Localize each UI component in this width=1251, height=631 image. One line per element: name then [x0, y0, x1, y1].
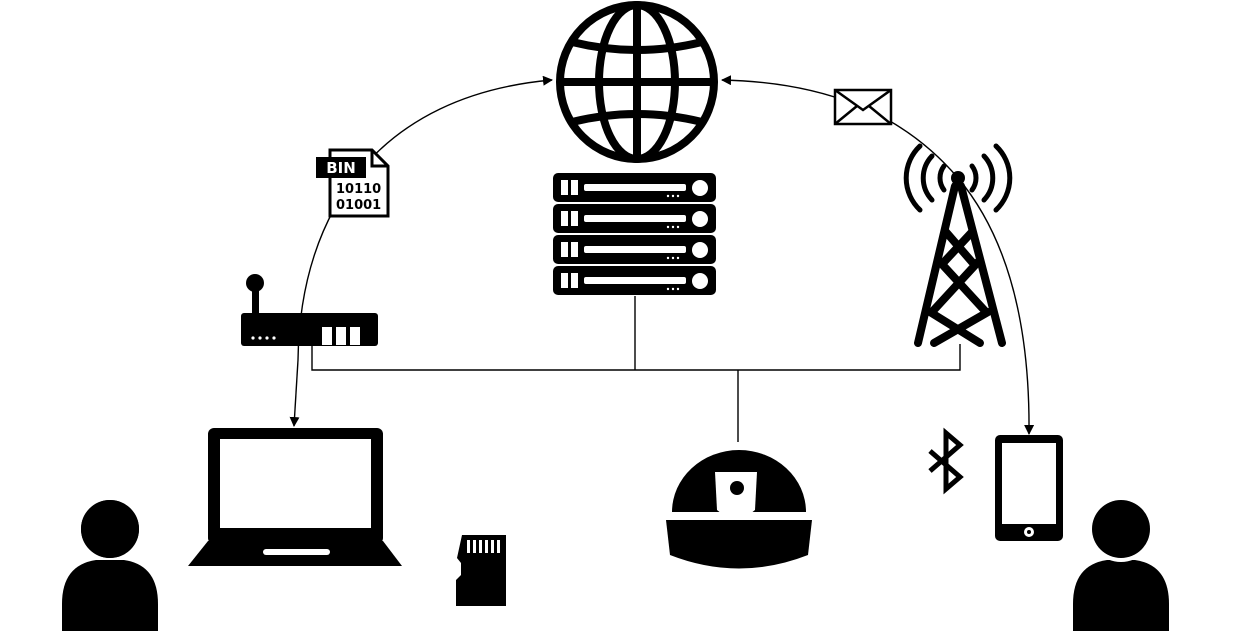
server-unit: [553, 173, 716, 202]
envelope-icon: [833, 88, 893, 126]
sd-card-icon: [456, 535, 506, 606]
server-rack-icon: [553, 173, 716, 295]
file-bin-label: BIN: [326, 159, 356, 177]
file-bin-icon: BIN 10110 01001: [316, 148, 390, 218]
router-icon: [241, 274, 378, 346]
user-icon: [1073, 496, 1169, 631]
laptop-icon: [188, 428, 402, 566]
arc-tower-to-tablet: [957, 177, 1035, 435]
server-unit: [553, 266, 716, 295]
tablet-icon: [995, 435, 1063, 541]
arc-router-to-laptop: [289, 359, 300, 427]
cell-tower-icon: [903, 143, 1013, 347]
user-icon: [62, 496, 158, 631]
dome-camera-icon: [666, 450, 812, 569]
bluetooth-icon: [928, 427, 964, 495]
globe-icon: [556, 1, 718, 163]
file-bin-digits-1: 10110: [336, 182, 381, 197]
server-unit: [553, 235, 716, 264]
file-bin-digits-2: 01001: [336, 198, 381, 213]
bus-line: [311, 344, 961, 371]
server-unit: [553, 204, 716, 233]
